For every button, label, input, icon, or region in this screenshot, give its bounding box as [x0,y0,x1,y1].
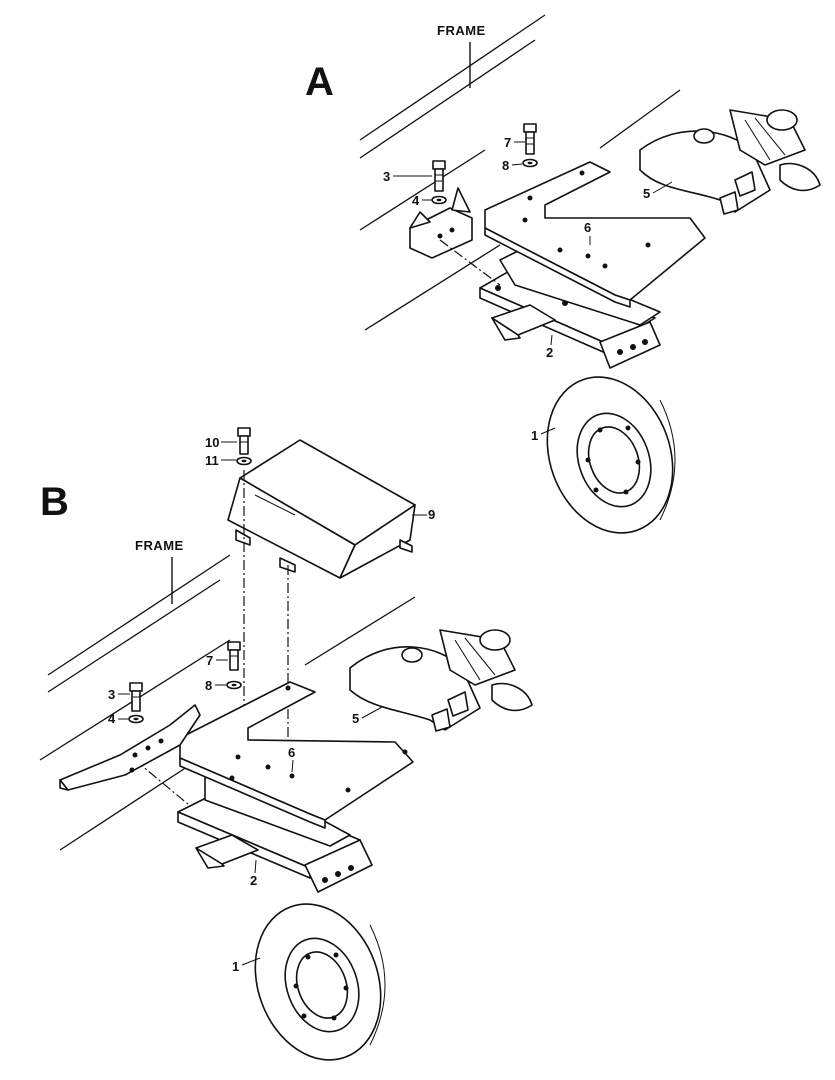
view-b-callout-5: 5 [352,711,359,726]
view-b-callout-9: 9 [428,507,435,522]
view-b-bolt-3 [129,682,143,712]
view-b-callout-8: 8 [205,678,212,693]
view-a-callout-2: 2 [546,345,553,360]
view-a-callout-6: 6 [584,220,591,235]
view-a-frame-rails [359,14,681,331]
view-b-bolt-10 [237,427,251,455]
view-a-part-6-bracket [484,161,706,326]
view-b-callouts: 1 2 3 4 5 6 7 8 9 10 11 [108,435,435,974]
view-b-part-9-box [227,439,416,579]
view-b-washer-11 [236,456,252,466]
view-a-callout-3: 3 [383,169,390,184]
view-a-centerline [439,239,501,286]
view-a-part-1-disc [546,376,676,534]
view-a-bolt-7 [523,123,537,155]
view-a-callouts: 1 2 3 4 5 6 7 8 [383,135,673,443]
view-a: A FRAME [305,14,821,534]
view-a-bolt-3 [432,160,446,192]
view-b-bolt-7 [227,641,241,671]
view-b-callout-4: 4 [108,711,116,726]
view-b-washer-8 [226,680,242,690]
view-a-washer-4 [431,195,447,205]
view-b: B FRAME [39,427,533,1061]
view-a-callout-4: 4 [412,193,420,208]
view-b-callout-7: 7 [206,653,213,668]
view-b-callout-11: 11 [205,453,219,468]
view-b-spreader-bar [59,704,201,791]
view-b-part-6-bracket [179,681,414,847]
view-a-callout-8: 8 [502,158,509,173]
view-a-letter: A [305,60,334,104]
view-a-callout-1: 1 [531,428,538,443]
view-b-callout-6: 6 [288,745,295,760]
view-b-centerline-3 [134,759,196,811]
view-a-callout-5: 5 [643,186,650,201]
view-a-callout-7: 7 [504,135,511,150]
view-b-frame-rails [39,554,416,851]
view-b-part-1-disc [254,903,386,1061]
view-b-callout-10: 10 [205,435,219,450]
view-b-washer-4 [128,714,144,724]
view-b-callout-1: 1 [232,959,239,974]
view-b-letter: B [40,480,69,524]
view-b-callout-2: 2 [250,873,257,888]
view-b-part-5-caliper [349,629,533,732]
view-a-angle-clip [409,187,473,259]
view-a-part-5-caliper [639,109,821,215]
view-b-callout-3: 3 [108,687,115,702]
view-a-washer-8 [522,158,538,168]
view-a-frame-label: FRAME [437,23,486,38]
view-b-frame-label: FRAME [135,538,184,553]
